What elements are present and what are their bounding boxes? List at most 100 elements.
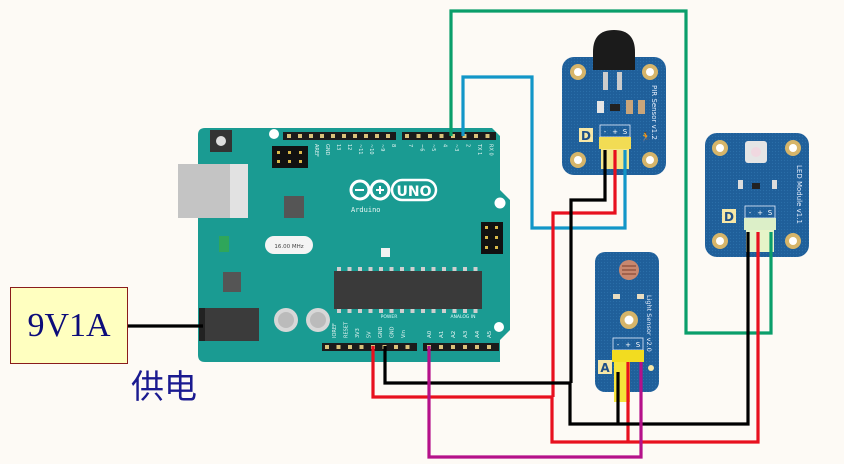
digital-pin[interactable] [428, 134, 432, 138]
voltage-regulator [223, 272, 241, 292]
gnd-wire[interactable] [383, 232, 750, 426]
pir-pcb [562, 57, 666, 175]
chip-pin [410, 267, 415, 271]
pir-logo: D [581, 129, 591, 143]
light-pin-vcc-label: + [625, 341, 631, 349]
digital-pin[interactable] [320, 134, 324, 138]
power-pin-label: GND [378, 326, 384, 338]
led-connector-body [746, 230, 774, 252]
digital-pin-label: ~10 [368, 144, 374, 155]
smd-component [738, 180, 743, 189]
pir-lead [617, 72, 622, 90]
digital-pin[interactable] [485, 134, 490, 138]
digital-pin[interactable] [298, 134, 302, 138]
digital-pin-label: 13 [335, 144, 341, 150]
5v-wire[interactable] [371, 232, 760, 444]
digital-pin[interactable] [416, 134, 421, 138]
power-pin[interactable] [336, 345, 341, 349]
motion-icon: 🏃 [640, 131, 651, 143]
chip-pin [389, 267, 394, 271]
analog-pin-label: A4 [475, 330, 481, 338]
digital-pin-label: ~11 [357, 144, 363, 155]
smd-component [613, 294, 620, 299]
digital-pin-label: RX 0 [488, 144, 494, 156]
atmega328-chip [334, 271, 482, 309]
chip-pin [347, 309, 352, 313]
digital-pin[interactable] [287, 134, 291, 138]
a0-to-light-signal-wire[interactable] [427, 346, 643, 459]
chip-pin [337, 309, 341, 313]
chip-pin [400, 309, 404, 313]
digital-pin[interactable] [439, 134, 444, 138]
power-pin[interactable] [394, 345, 398, 349]
dfrobot-logo-badge [579, 128, 593, 142]
digital-pin[interactable] [342, 134, 346, 138]
power-pin[interactable] [405, 345, 410, 349]
power-pin[interactable] [325, 345, 329, 349]
analog-pin-label: A5 [487, 330, 493, 338]
analog-pin[interactable] [439, 345, 443, 349]
digital-pin-label: GND [324, 144, 330, 156]
crystal-label: 16.00 MHz [274, 244, 303, 250]
analog-pin[interactable] [487, 345, 491, 349]
digital-pin[interactable] [309, 134, 313, 138]
mount-hole [494, 197, 506, 209]
analog-pin[interactable] [463, 345, 467, 349]
power-header-title: POWER [381, 314, 398, 320]
led-module-name: LED Module v1.1 [795, 165, 803, 224]
icsp-header-2 [481, 222, 503, 254]
pir-sensor-module: PIR Sensor v1.2 D - + S 🏃 [562, 30, 666, 175]
digital-pin[interactable] [386, 134, 390, 138]
crystal-oscillator [265, 236, 313, 254]
digital-pin[interactable] [364, 134, 368, 138]
smd-component [637, 294, 644, 299]
photoresistor-trace [622, 265, 636, 275]
power-pin[interactable] [348, 345, 352, 349]
mount-hole [269, 129, 279, 139]
pir-lead [603, 72, 608, 90]
polyfuse [219, 236, 229, 252]
pir-pin-signal-label: S [623, 128, 628, 136]
power-pin-label: IOREF [332, 323, 338, 338]
pin2-to-pir-signal-wire[interactable] [461, 75, 627, 230]
pin3-to-led-signal-wire[interactable] [449, 9, 773, 335]
digital-pin[interactable] [451, 134, 455, 138]
digital-pin-label: 2 [465, 144, 471, 147]
chip-pin [379, 309, 383, 313]
pir-dome [593, 30, 635, 70]
power-pin-label: 3V3 [355, 328, 361, 338]
smd-component [626, 100, 633, 114]
chip-pin [400, 267, 404, 271]
pir-connector [599, 137, 631, 149]
gnd-to-pir-wire[interactable] [569, 150, 607, 383]
analog-pin[interactable] [475, 345, 479, 349]
analog-pin[interactable] [451, 345, 455, 349]
chip-pin [410, 309, 415, 313]
digital-pin[interactable] [331, 134, 335, 138]
capacitor-top [278, 312, 294, 328]
led-connector [744, 218, 776, 230]
digital-pin[interactable] [375, 134, 379, 138]
chip-pin [337, 267, 341, 271]
5v-to-pir-wire[interactable] [551, 150, 617, 397]
led-module: LED Module v1.1 D - + S [705, 133, 809, 257]
light-module-name: Light Sensor v2.0 [645, 295, 653, 352]
chip-pin [358, 267, 362, 271]
digital-pin[interactable] [474, 134, 478, 138]
digital-pin[interactable] [405, 134, 409, 138]
chip-pin [421, 267, 425, 271]
analog-pin-label: A2 [451, 331, 457, 338]
reset-button-cap [216, 136, 226, 146]
analog-header [423, 343, 499, 351]
brand-label: Arduino [351, 206, 381, 214]
power-supply-box: 9V1A [10, 287, 128, 364]
chip-pin [442, 267, 446, 271]
power-pin-label: Vin [401, 330, 407, 338]
digital-pin[interactable] [353, 134, 357, 138]
digital-pin-label: 7 [407, 144, 413, 147]
chip-pin [473, 267, 478, 271]
power-pin[interactable] [359, 345, 364, 349]
digital-pin-label: ~9 [379, 144, 385, 151]
icsp2-pins [485, 226, 498, 249]
